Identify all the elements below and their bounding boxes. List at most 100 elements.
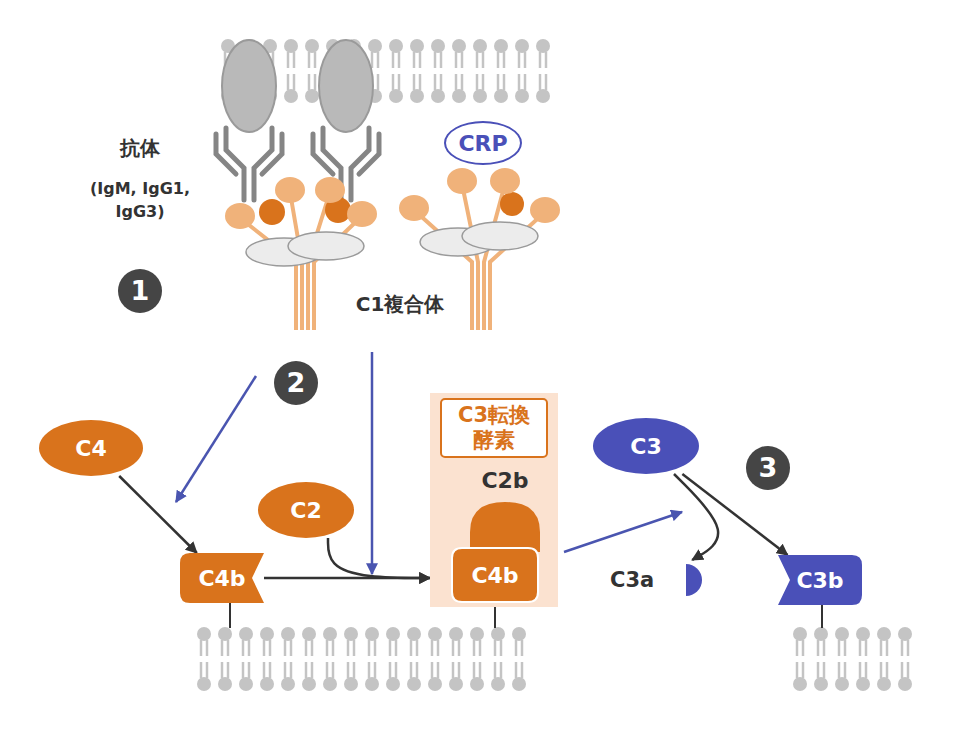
lipid-tail	[326, 662, 329, 678]
lipid-tail	[545, 52, 548, 68]
lipid	[536, 39, 550, 103]
lipid-tail	[796, 640, 799, 656]
lipid-tail	[206, 640, 209, 656]
lipid-tail	[437, 640, 440, 656]
lipid-head	[512, 627, 526, 641]
lipid-tail	[248, 640, 251, 656]
lipid-head	[449, 677, 463, 691]
lipid-tail	[907, 640, 910, 656]
shape-fill	[470, 502, 540, 552]
lipid	[197, 627, 211, 691]
lipid	[410, 39, 424, 103]
lipid-tail	[290, 662, 293, 678]
lipid-tail	[284, 662, 287, 678]
c1-dark-domain	[259, 199, 285, 225]
lipid-tail	[248, 662, 251, 678]
lipid-head	[793, 677, 807, 691]
c1q-stalks	[240, 192, 362, 330]
lipid-head	[410, 89, 424, 103]
lipid-head	[218, 677, 232, 691]
lipid-tail	[521, 640, 524, 656]
shape-fill	[686, 564, 702, 596]
lipid-head	[344, 627, 358, 641]
lipid-tail	[314, 74, 317, 90]
callout-number: 1	[118, 269, 162, 313]
lipid	[452, 39, 466, 103]
shape-fill	[180, 553, 264, 603]
lipid-head	[835, 627, 849, 641]
lipid-tail	[844, 640, 847, 656]
lipid-tail	[817, 640, 820, 656]
lipid-tail	[353, 640, 356, 656]
lipid-tail	[503, 52, 506, 68]
lipid	[494, 39, 508, 103]
lipid	[793, 627, 807, 691]
lipid-tail	[368, 640, 371, 656]
lipid-tail	[880, 662, 883, 678]
node-text: C3転換 酵素	[440, 398, 548, 458]
lipid-tail	[434, 52, 437, 68]
antibody-classes: (IgM, IgG1, IgG3)	[80, 177, 200, 223]
lipid-tail	[395, 662, 398, 678]
lipid-tail	[311, 662, 314, 678]
lipid-tail	[326, 640, 329, 656]
anchor-line	[821, 605, 823, 628]
lipid-head	[428, 677, 442, 691]
lipid-head	[284, 39, 298, 53]
shape-outline	[682, 560, 706, 600]
lipid-tail	[539, 74, 542, 90]
lipid-tail	[473, 662, 476, 678]
node-text: C2b	[481, 468, 528, 493]
lipid-tail	[461, 52, 464, 68]
c1-complex	[225, 177, 377, 330]
c3a-fragment: C3a	[606, 560, 710, 600]
lipid-tail	[287, 74, 290, 90]
lipid-head	[431, 89, 445, 103]
lipid-tail	[503, 74, 506, 90]
lipid-tail	[431, 662, 434, 678]
lipid-tail	[455, 74, 458, 90]
lipid-head	[470, 677, 484, 691]
lipid-tail	[440, 52, 443, 68]
lipid	[239, 627, 253, 691]
c1q-head	[530, 197, 560, 223]
lipid-tail	[901, 640, 904, 656]
lipid-tail	[332, 640, 335, 656]
node-text: CRP	[458, 131, 507, 156]
lipid-head	[536, 89, 550, 103]
lipid-tail	[200, 640, 203, 656]
c2b-fragment: C2b	[462, 468, 548, 552]
lipid-head	[407, 627, 421, 641]
lipid-head	[449, 627, 463, 641]
c4b-fragment: C4b	[452, 548, 538, 602]
lipid-tail	[398, 52, 401, 68]
shape-outline	[470, 502, 540, 552]
lipid-tail	[269, 640, 272, 656]
lipid-tail	[452, 640, 455, 656]
lipid	[473, 39, 487, 103]
shape-fill	[778, 555, 862, 605]
lipid-tail	[482, 74, 485, 90]
lipid-tail	[416, 640, 419, 656]
lipid-tail	[497, 74, 500, 90]
lipid-tail	[500, 662, 503, 678]
node-text: C4b	[471, 563, 518, 588]
lipid-tail	[865, 640, 868, 656]
lipid-head	[365, 677, 379, 691]
lipid-tail	[311, 640, 314, 656]
lipid-tail	[353, 662, 356, 678]
c1q-head	[275, 177, 305, 203]
lipid-head	[473, 89, 487, 103]
lipid	[281, 627, 295, 691]
lipid-head	[260, 627, 274, 641]
lipid-tail	[796, 662, 799, 678]
c1q-stalk	[462, 184, 478, 330]
lipid-head	[793, 627, 807, 641]
lipid-tail	[859, 662, 862, 678]
lipid-head	[305, 89, 319, 103]
lipid-tail	[227, 662, 230, 678]
lipid-head	[389, 39, 403, 53]
lipid-head	[473, 39, 487, 53]
lipid-tail	[521, 662, 524, 678]
